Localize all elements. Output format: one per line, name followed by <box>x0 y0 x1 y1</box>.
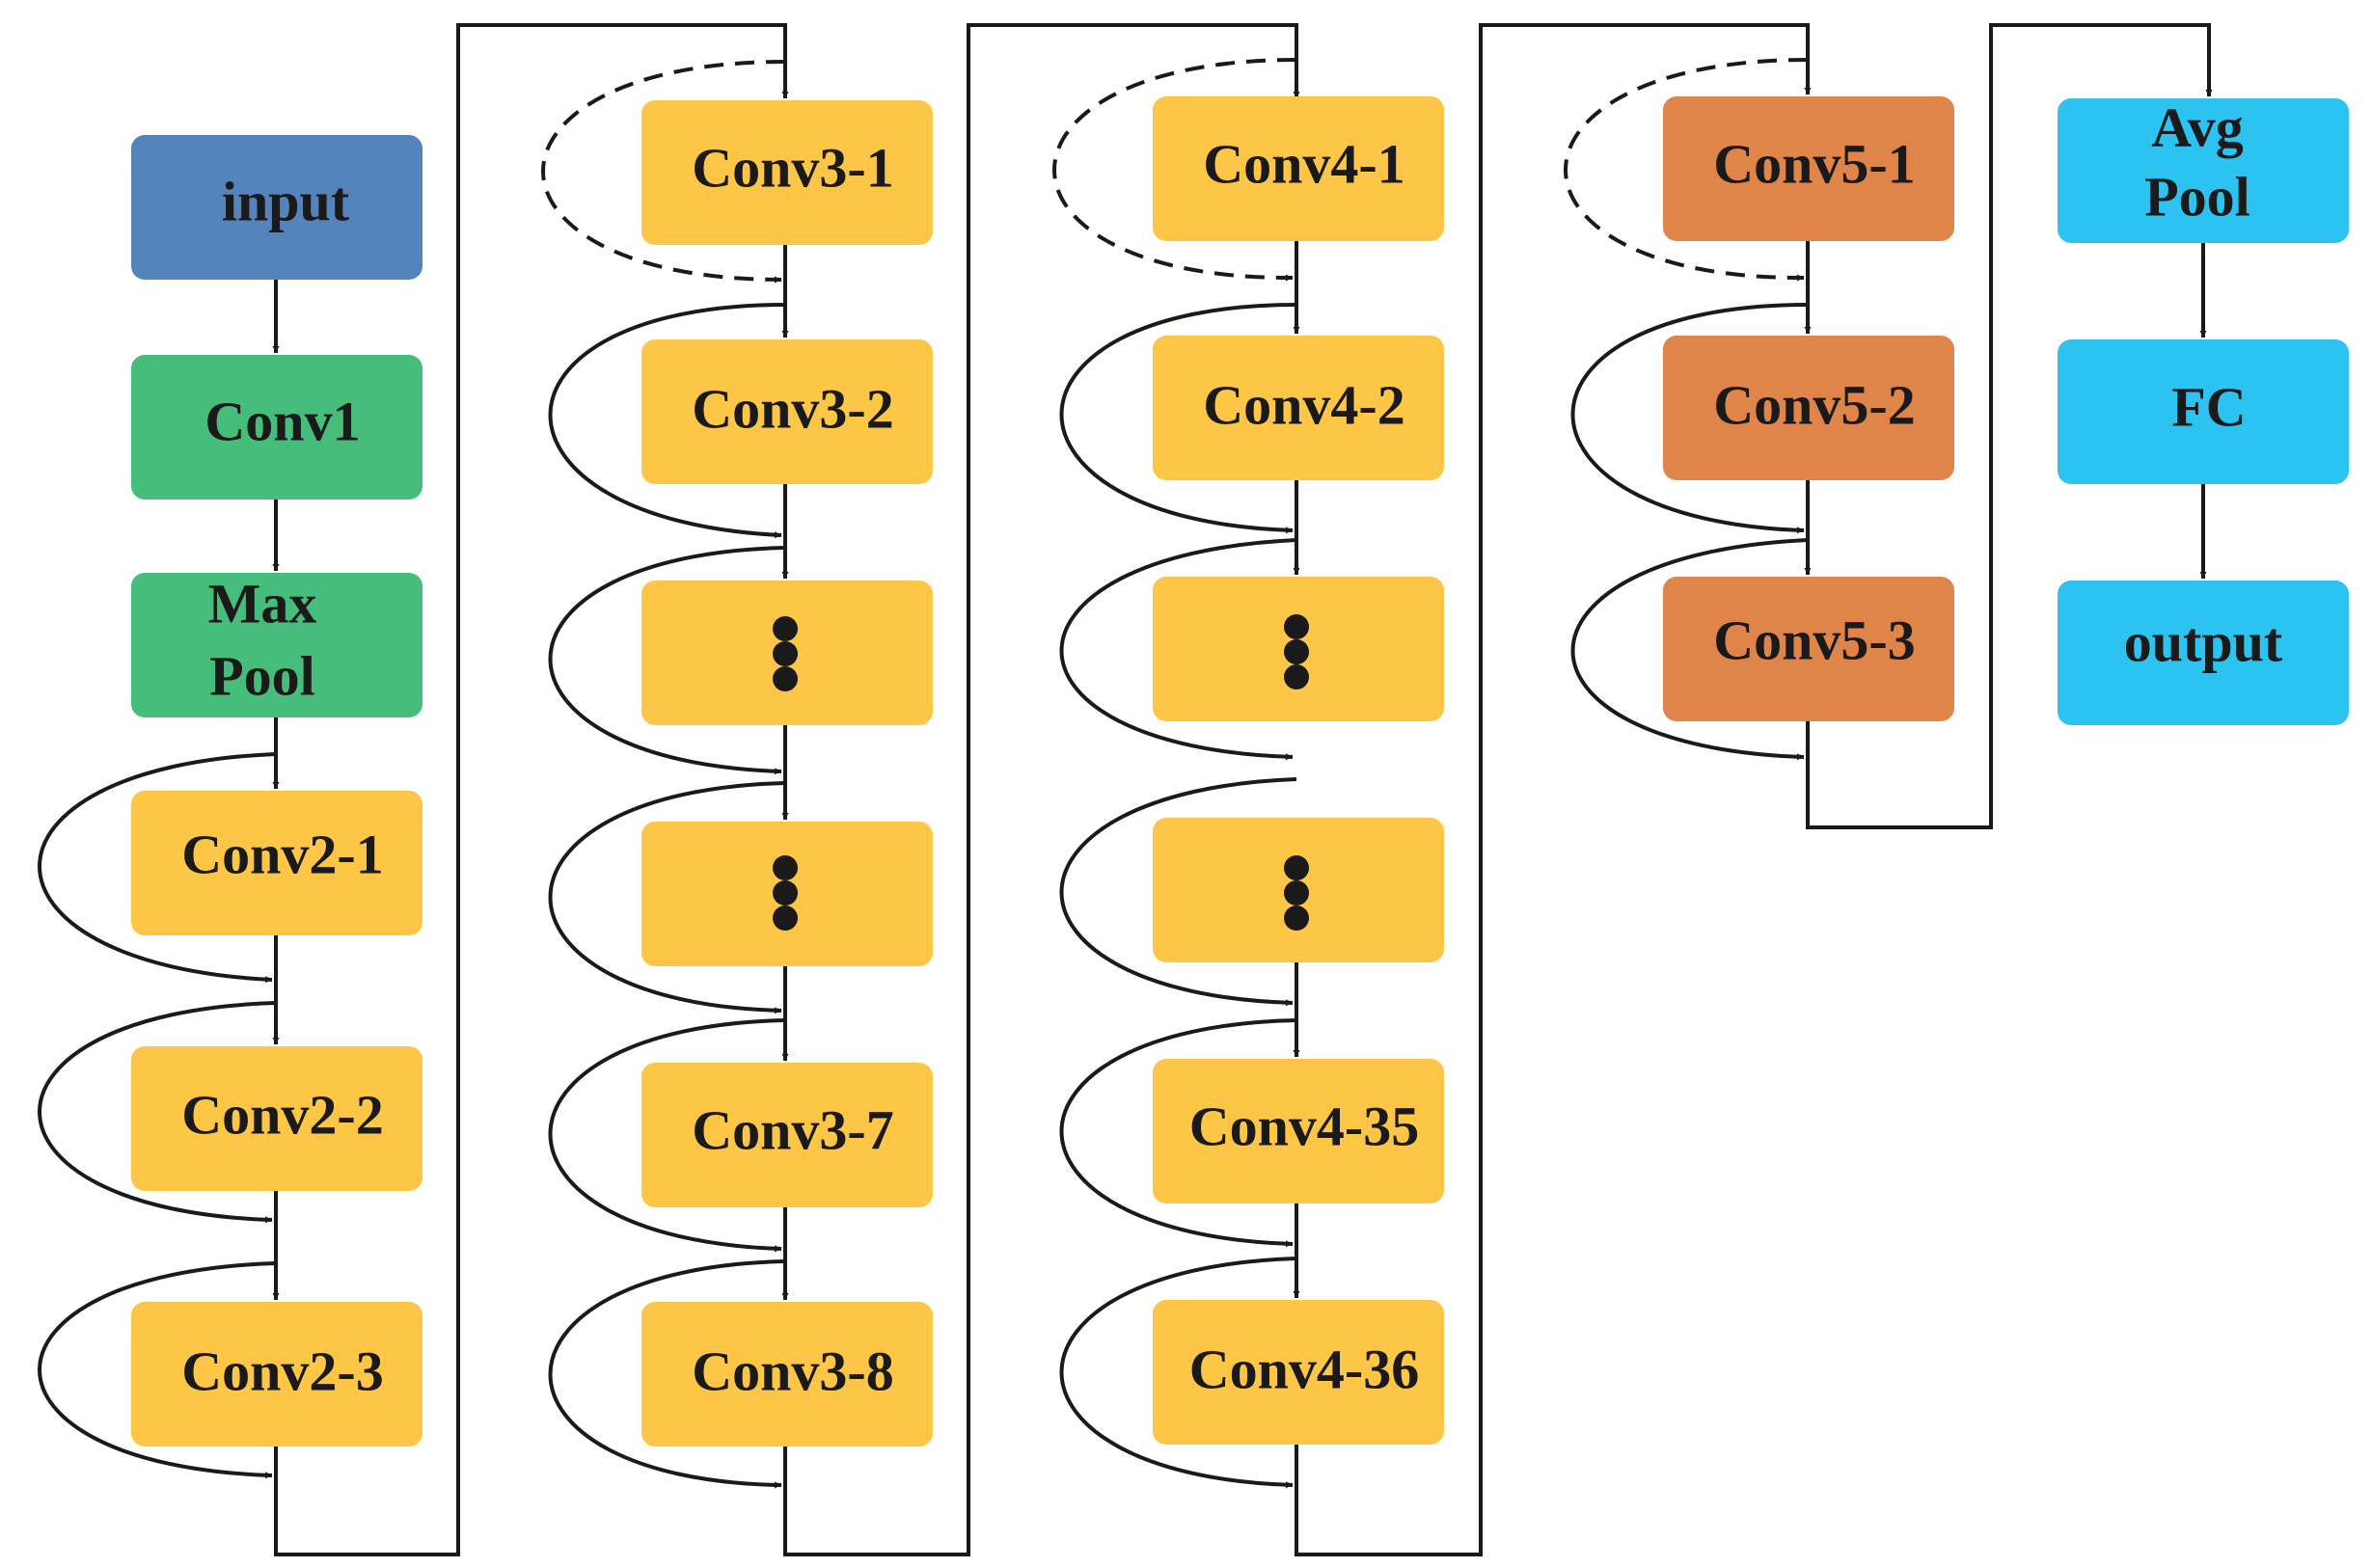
conv4-1-label: Conv4-1 <box>1203 132 1404 195</box>
conv5-1-box <box>1663 96 1954 241</box>
avgpool-label-line2: Pool <box>2144 165 2250 228</box>
conv4-2-label: Conv4-2 <box>1203 373 1404 436</box>
fc-label: FC <box>2171 375 2246 438</box>
conv2-2-label: Conv2-2 <box>181 1083 383 1146</box>
conv1-label: Conv1 <box>204 390 360 452</box>
input-label: input <box>222 170 350 232</box>
conv4-36-label: Conv4-36 <box>1189 1338 1419 1400</box>
maxpool-label-line1: Max <box>208 572 317 635</box>
column1-arrows <box>38 23 789 1556</box>
conv3-1-label: Conv3-1 <box>692 136 893 199</box>
maxpool-box <box>131 573 423 717</box>
conv5-3-box <box>1663 577 1954 721</box>
conv5-2-box <box>1663 336 1954 480</box>
conv2-3-label: Conv2-3 <box>181 1339 383 1402</box>
conv4-36-box <box>1153 1300 1444 1445</box>
input-box <box>131 135 423 280</box>
avgpool-box <box>2058 98 2349 243</box>
conv3-2-box <box>641 339 933 484</box>
conv3-2-label: Conv3-2 <box>692 377 893 440</box>
avgpool-label-line1: Avg <box>2151 95 2244 158</box>
column2-arrows <box>541 23 1300 1556</box>
conv1-box <box>131 355 423 500</box>
conv3-1-box <box>641 100 933 245</box>
conv5-1-label: Conv5-1 <box>1713 132 1915 195</box>
fc-box <box>2058 339 2349 484</box>
conv5-3-label: Conv5-3 <box>1713 608 1915 671</box>
column4-arrows <box>1564 23 2213 829</box>
column3-arrows <box>1052 23 1812 1556</box>
ellipsis-dots-icon <box>773 616 798 691</box>
ellipsis-dots-icon <box>1284 855 1309 931</box>
conv2-2-box <box>131 1046 423 1191</box>
conv5-2-label: Conv5-2 <box>1713 373 1915 436</box>
conv4-2-box <box>1153 336 1444 480</box>
conv3-7-label: Conv3-7 <box>692 1098 893 1161</box>
output-label: output <box>2124 610 2283 673</box>
conv3-8-box <box>641 1302 933 1446</box>
conv4-35-box <box>1153 1059 1444 1203</box>
conv2-1-label: Conv2-1 <box>181 823 383 885</box>
maxpool-label-line2: Pool <box>209 644 315 707</box>
conv2-1-box <box>131 791 423 935</box>
conv2-3-box <box>131 1302 423 1446</box>
ellipsis-dots-icon <box>773 855 798 931</box>
conv3-8-label: Conv3-8 <box>692 1339 893 1402</box>
conv4-1-box <box>1153 96 1444 241</box>
conv3-7-box <box>641 1063 933 1207</box>
conv4-35-label: Conv4-35 <box>1189 1095 1419 1157</box>
output-box <box>2058 581 2349 725</box>
ellipsis-dots-icon <box>1284 614 1309 689</box>
